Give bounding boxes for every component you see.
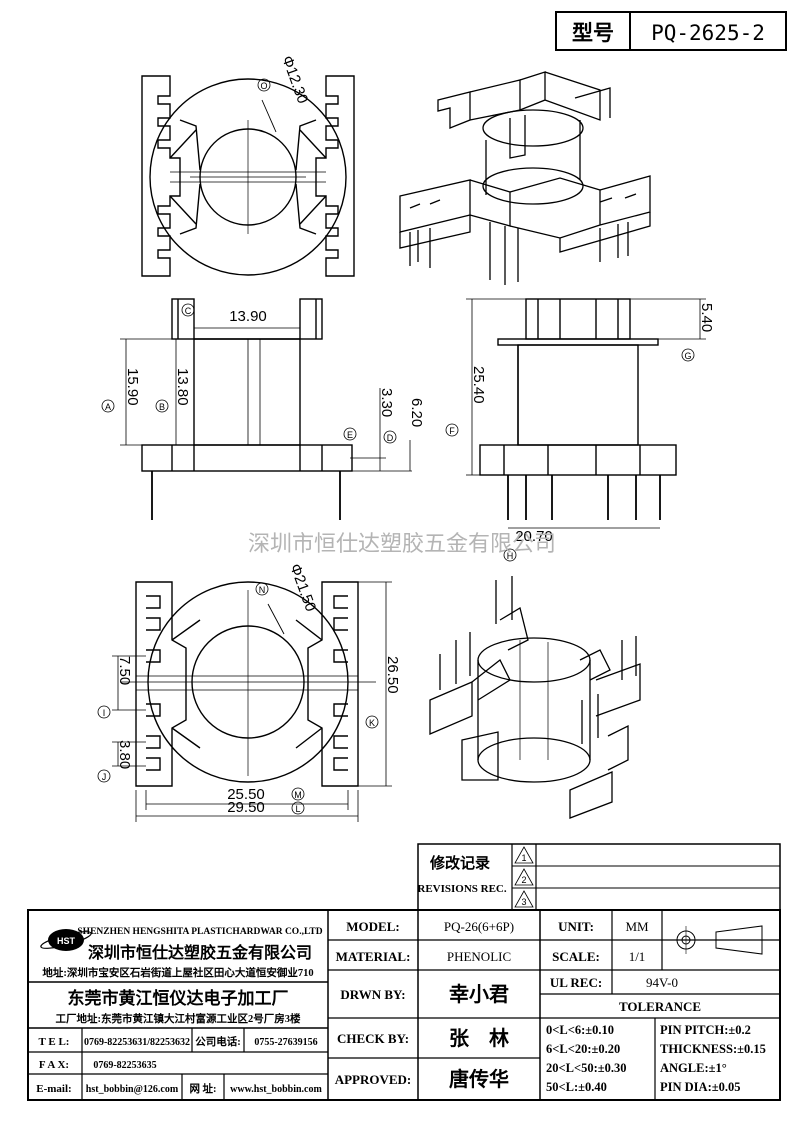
marker-k: K	[369, 718, 375, 728]
drawn-by-value: 幸小君	[449, 983, 509, 1006]
company-name-en: SHENZHEN HENGSHITA PLASTICHARDWAR CO.,LT…	[77, 927, 322, 937]
dim-circle-top: Φ12.30	[278, 54, 311, 106]
revision-mark-3: 3	[521, 897, 526, 907]
tolerance-1: 0<L<6:±0.10	[546, 1023, 614, 1037]
company-logo: HST	[40, 929, 92, 951]
drawn-by-label: DRWN BY:	[340, 987, 405, 1002]
fax-label: F A X:	[39, 1059, 69, 1071]
company-name-cn: 深圳市恒仕达塑胶五金有限公司	[88, 943, 312, 962]
dim-height-f: 25.40	[470, 366, 487, 404]
bottom-view-labels: N Φ21.50 7.50 I 3.80 J 26.50 K 25.50 M 2…	[97, 562, 401, 816]
approved-label: APPROVED:	[335, 1072, 412, 1087]
side-view-drawing	[479, 298, 677, 520]
marker-b: B	[159, 402, 165, 412]
model-label: 型号	[572, 21, 614, 45]
model-field-label: MODEL:	[346, 919, 399, 934]
top-view-labels: O Φ12.30	[257, 54, 311, 106]
projection-symbol	[672, 925, 770, 955]
dim-height-a: 15.90	[124, 368, 141, 406]
marker-o-circle	[257, 78, 271, 92]
tolerance-3: 20<L<50:±0.30	[546, 1061, 626, 1075]
isometric-view-top	[399, 71, 651, 285]
dim-e: 6.20	[408, 398, 425, 427]
check-by-value: 张 林	[449, 1026, 509, 1050]
fax-value: 0769-82253635	[93, 1060, 156, 1071]
marker-a: A	[105, 402, 111, 412]
dim-width-l: 29.50	[227, 799, 265, 816]
marker-o: O	[260, 81, 267, 91]
revisions-block: 修改记录 REVISIONS REC. 1 2 3	[417, 843, 781, 911]
marker-g: G	[684, 351, 691, 361]
svg-text:HST: HST	[57, 936, 76, 946]
company-tel-value: 0755-27639156	[254, 1037, 317, 1048]
isometric-view-bottom	[429, 576, 641, 819]
revisions-title-en: REVISIONS REC.	[417, 883, 506, 895]
marker-m: M	[294, 790, 302, 800]
pin-pitch: PIN PITCH:±0.2	[660, 1023, 751, 1037]
marker-j: J	[102, 772, 107, 782]
marker-c: C	[185, 306, 192, 316]
title-block: HST SHENZHEN HENGSHITA PLASTICHARDWAR CO…	[27, 909, 781, 1101]
scale-label: SCALE:	[552, 949, 600, 964]
dim-height-b: 13.80	[174, 368, 191, 406]
factory-name: 东莞市黄江恒仪达电子加工厂	[68, 988, 289, 1008]
revisions-title-cn: 修改记录	[429, 854, 490, 872]
front-view-dimensions	[120, 327, 412, 472]
email-value: hst_bobbin@126.com	[86, 1084, 179, 1095]
front-view-labels: 13.90 C 15.90 A 13.80 B 3.30 D 6.20 E	[101, 303, 425, 444]
web-value: www.hst_bobbin.com	[230, 1084, 322, 1095]
factory-address: 工厂地址:东莞市黄江镇大江村富源工业区2号厂房3楼	[56, 1012, 301, 1025]
approved-value: 唐传华	[449, 1067, 509, 1091]
thickness: THICKNESS:±0.15	[660, 1042, 766, 1056]
marker-l: L	[295, 804, 300, 814]
marker-e: E	[347, 430, 353, 440]
unit-label: UNIT:	[558, 919, 594, 934]
dim-j: 3.80	[116, 740, 133, 769]
dim-width-h: 20.70	[515, 528, 553, 545]
ul-value: 94V-0	[646, 975, 678, 990]
model-title-box: 型号 PQ-2625-2	[555, 11, 787, 51]
unit-value: MM	[625, 919, 649, 934]
marker-n: N	[259, 585, 266, 595]
material-value: PHENOLIC	[447, 949, 511, 964]
bottom-view-drawing	[120, 581, 376, 787]
dim-height-k: 26.50	[384, 656, 401, 694]
dim-width-m: 25.50	[227, 786, 265, 803]
angle: ANGLE:±1°	[660, 1061, 727, 1075]
side-view-dimensions	[466, 298, 706, 529]
watermark-text: 深圳市恒仕达塑胶五金有限公司	[248, 531, 556, 556]
model-field-value: PQ-26(6+6P)	[444, 919, 514, 934]
dim-d: 3.30	[378, 388, 395, 417]
scale-value: 1/1	[629, 949, 646, 964]
revision-mark-1: 1	[521, 853, 526, 863]
tolerance-4: 50<L:±0.40	[546, 1080, 607, 1094]
check-by-label: CHECK BY:	[337, 1031, 409, 1046]
dim-g: 5.40	[698, 303, 715, 332]
web-label: 网 址:	[189, 1082, 216, 1095]
marker-i: I	[103, 708, 106, 718]
tolerance-label: TOLERANCE	[619, 999, 701, 1014]
tel-value: 0769-82253631/82253632	[84, 1037, 190, 1048]
material-label: MATERIAL:	[336, 949, 411, 964]
company-address: 地址:深圳市宝安区石岩街道上屋社区田心大道恒安御业710	[42, 966, 313, 979]
model-value: PQ-2625-2	[651, 21, 765, 45]
marker-f: F	[449, 426, 455, 436]
dim-circle-bottom: Φ21.50	[286, 562, 319, 614]
tel-label: T E L:	[39, 1036, 70, 1048]
tolerance-2: 6<L<20:±0.20	[546, 1042, 620, 1056]
bottom-view-dimensions	[112, 581, 392, 822]
front-view-drawing	[141, 298, 353, 520]
dim-i: 7.50	[116, 656, 133, 685]
revision-mark-2: 2	[521, 875, 526, 885]
company-tel-label: 公司电话:	[195, 1035, 241, 1048]
marker-d: D	[387, 433, 394, 443]
marker-h: H	[507, 551, 514, 561]
dim-width-top: 13.90	[229, 308, 267, 325]
email-label: E-mail:	[36, 1083, 71, 1095]
pin-dia: PIN DIA:±0.05	[660, 1080, 740, 1094]
ul-label: UL REC:	[550, 975, 602, 990]
side-view-labels: 25.40 F 5.40 G 20.70 H	[445, 303, 715, 562]
top-view-drawing	[141, 75, 355, 277]
